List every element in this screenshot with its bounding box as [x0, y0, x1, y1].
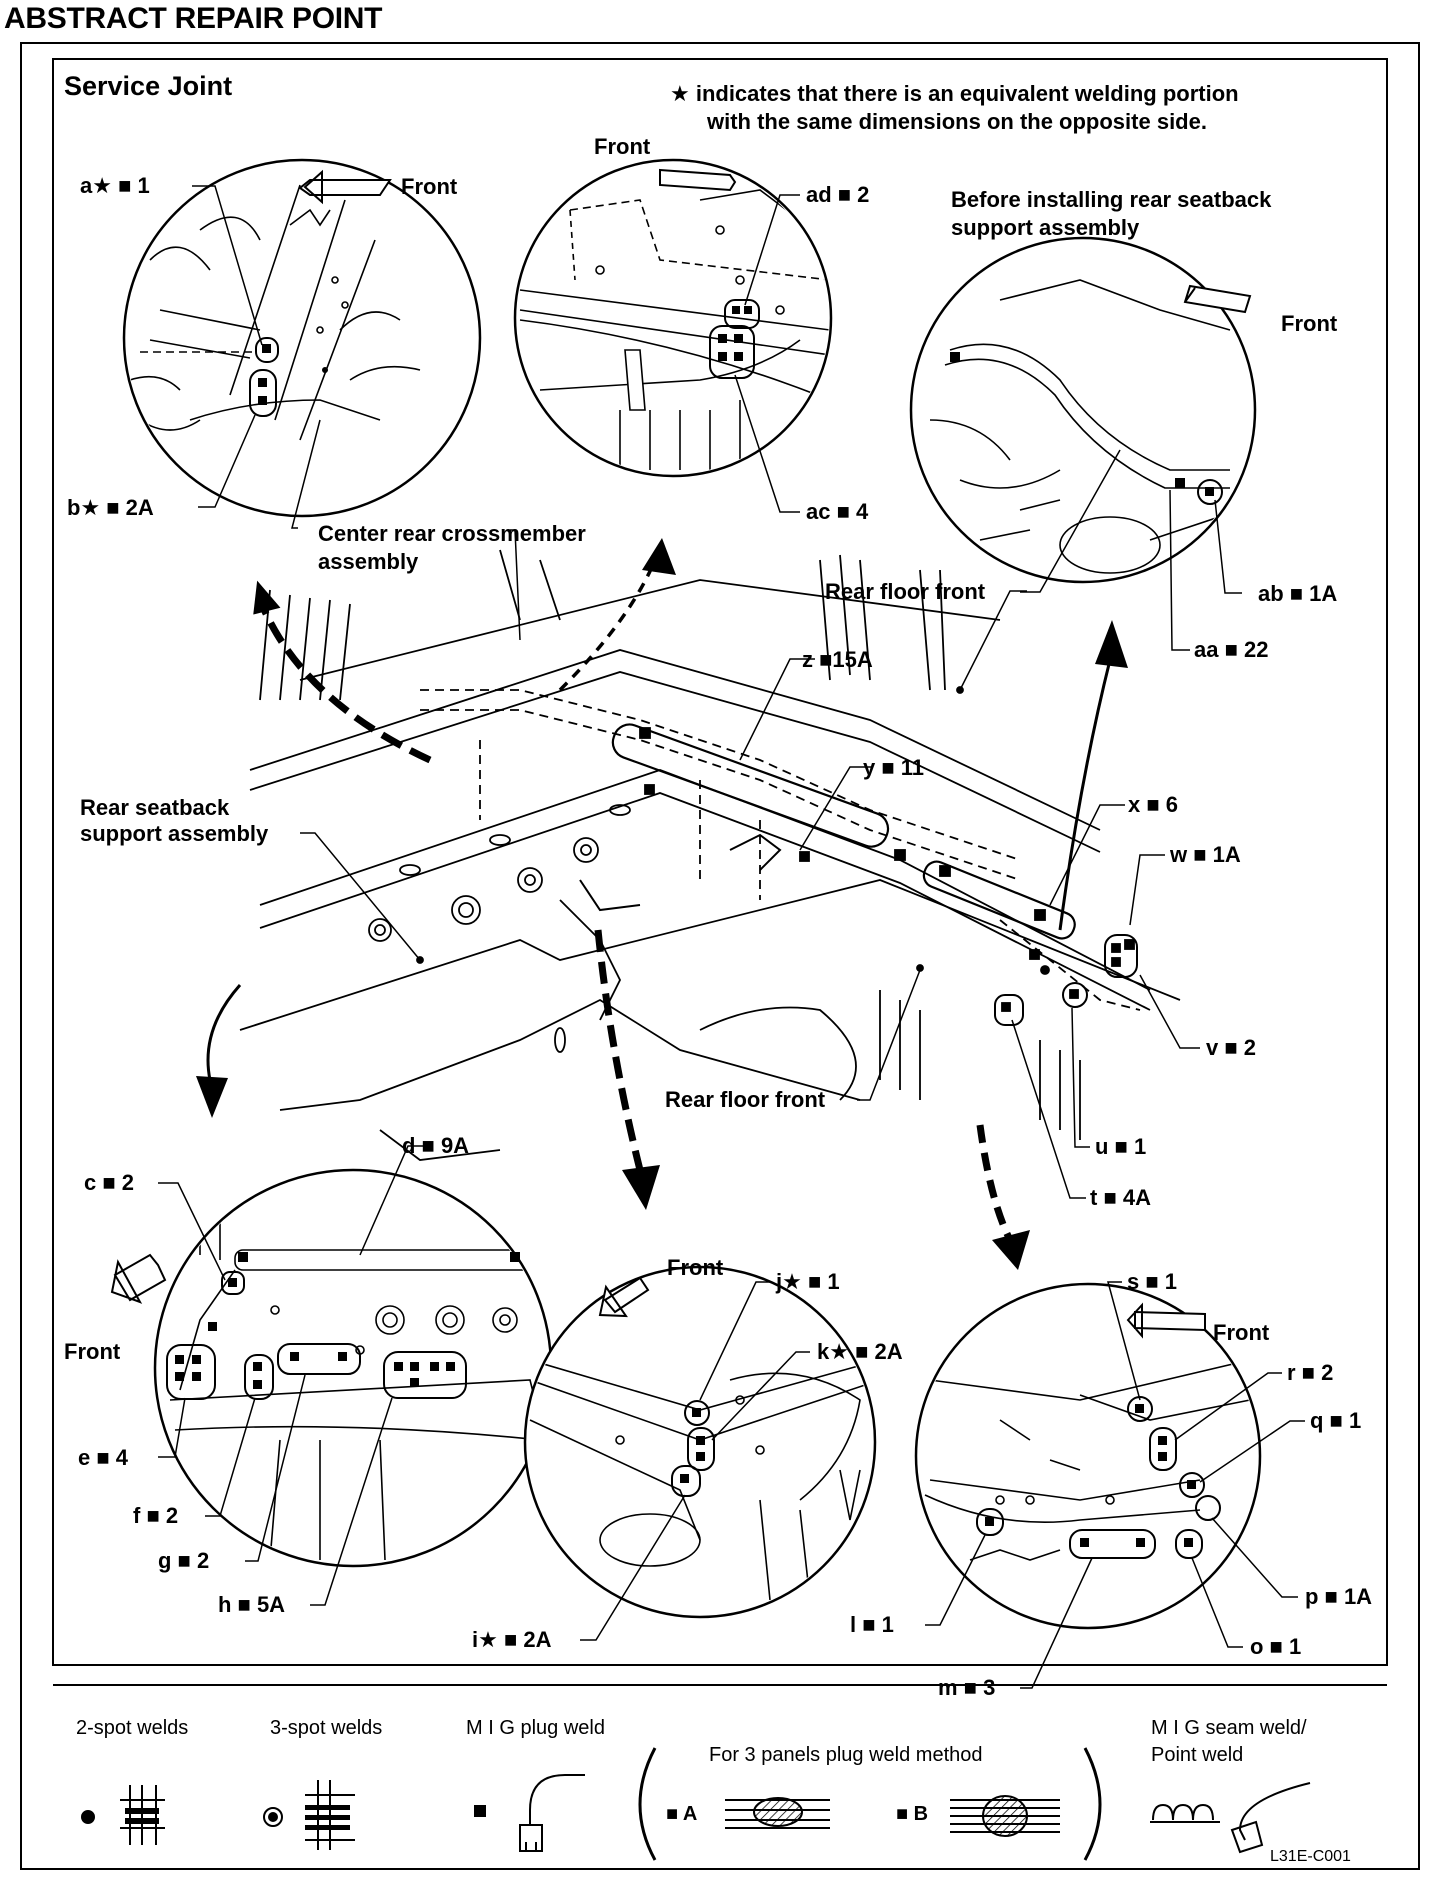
- callout-m: m ■ 3: [938, 1675, 996, 1700]
- before-installing-line-2: support assembly: [951, 215, 1140, 240]
- callout-y: y ■ 11: [863, 755, 925, 780]
- callout-p: p ■ 1A: [1305, 1584, 1373, 1609]
- callout-r: r ■ 2: [1287, 1360, 1334, 1385]
- before-installing-line-1: Before installing rear seatback: [951, 187, 1272, 212]
- front-label-top-right: Front: [1281, 311, 1338, 336]
- part-seatback-1: Rear seatback: [80, 795, 230, 820]
- callout-l: l ■ 1: [850, 1612, 894, 1637]
- callout-j: j★ ■ 1: [776, 1269, 840, 1294]
- callout-k: k★ ■ 2A: [817, 1339, 903, 1364]
- detail-circle-c-h: [110, 1145, 553, 1606]
- legend-method-a: ■ A: [666, 1803, 698, 1825]
- legend-mig-seam-1: M I G seam weld/: [1151, 1717, 1307, 1739]
- front-label-top-mid: Front: [594, 134, 651, 159]
- callout-c: c ■ 2: [84, 1170, 134, 1195]
- callout-d: d ■ 9A: [402, 1133, 470, 1158]
- inner-frame: [52, 58, 1388, 1666]
- callout-q: q ■ 1: [1310, 1408, 1362, 1433]
- front-label-bottom-right: Front: [1213, 1320, 1270, 1345]
- callout-h: h ■ 5A: [218, 1592, 286, 1617]
- page-title: ABSTRACT REPAIR POINT: [4, 2, 383, 35]
- callout-f: f ■ 2: [133, 1503, 179, 1528]
- callout-u: u ■ 1: [1095, 1134, 1147, 1159]
- part-rear-floor-front-top: Rear floor front: [825, 579, 986, 604]
- figure-code: L31E-C001: [1270, 1848, 1351, 1865]
- callout-a: a★ ■ 1: [80, 173, 150, 198]
- section-title: Service Joint: [64, 71, 233, 101]
- detail-circle-ab-aa: [909, 236, 1257, 651]
- part-seatback-2: support assembly: [80, 821, 269, 846]
- callout-x: x ■ 6: [1128, 792, 1178, 817]
- note-line-2: with the same dimensions on the opposite…: [707, 109, 1207, 134]
- callout-ac: ac ■ 4: [806, 499, 869, 524]
- detail-circle-ad-ac: [513, 158, 833, 513]
- callout-v: v ■ 2: [1206, 1035, 1256, 1060]
- callout-t: t ■ 4A: [1090, 1185, 1151, 1210]
- part-rear-floor-front-mid: Rear floor front: [665, 1087, 826, 1112]
- front-label-bottom-mid: Front: [667, 1255, 724, 1280]
- callout-ad: ad ■ 2: [806, 182, 870, 207]
- part-center-crossmember-1: Center rear crossmember: [318, 521, 586, 546]
- callout-ab: ab ■ 1A: [1258, 581, 1338, 606]
- detail-circle-i-k: [523, 1265, 877, 1641]
- callout-z: z ■15A: [802, 647, 873, 672]
- outer-frame: [20, 42, 1420, 1870]
- legend-mig-seam-2: Point weld: [1151, 1744, 1244, 1766]
- central-floor-assembly: [196, 529, 1200, 1270]
- callout-aa: aa ■ 22: [1194, 637, 1269, 662]
- front-label-top-left: Front: [401, 174, 458, 199]
- callout-w: w ■ 1A: [1170, 842, 1241, 867]
- callout-s: s ■ 1: [1127, 1269, 1177, 1294]
- callout-b: b★ ■ 2A: [67, 495, 154, 520]
- legend-three-spot: 3-spot welds: [270, 1717, 383, 1739]
- legend-two-spot: 2-spot welds: [76, 1717, 189, 1739]
- legend-three-panels: For 3 panels plug weld method: [709, 1744, 983, 1766]
- callout-i: i★ ■ 2A: [472, 1627, 552, 1652]
- part-center-crossmember-2: assembly: [318, 549, 419, 574]
- callout-g: g ■ 2: [158, 1548, 210, 1573]
- detail-circle-l-s: [914, 1281, 1305, 1689]
- callout-o: o ■ 1: [1250, 1634, 1302, 1659]
- legend-mig-plug: M I G plug weld: [466, 1717, 605, 1739]
- note-line-1: ★ indicates that there is an equivalent …: [670, 81, 1239, 106]
- legend-graphics: [81, 1747, 1311, 1861]
- callout-e: e ■ 4: [78, 1445, 128, 1470]
- legend-method-b: ■ B: [896, 1803, 929, 1825]
- detail-circle-a-b: [122, 158, 482, 529]
- front-label-bottom-left: Front: [64, 1339, 121, 1364]
